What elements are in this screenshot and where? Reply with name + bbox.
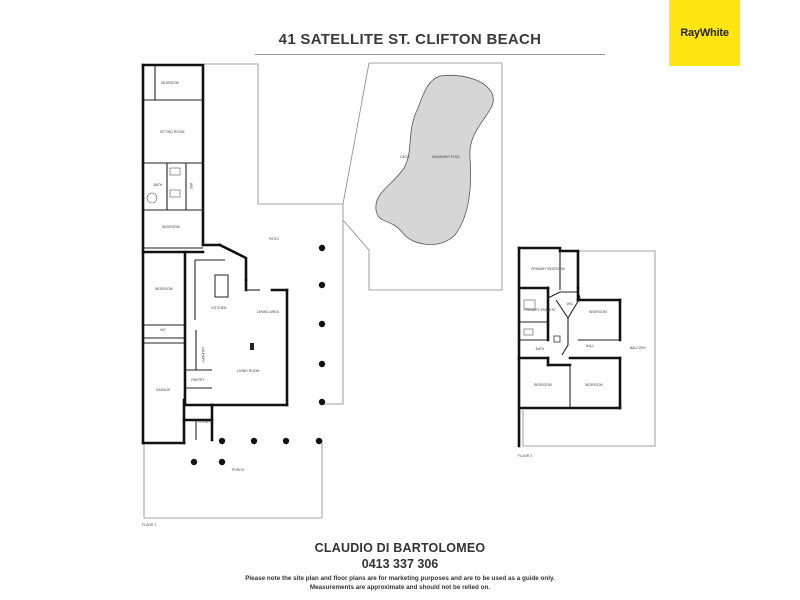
floor-2-label: FLOOR 2 [518, 454, 533, 458]
room-label-bedroom-mid: BEDROOM [155, 287, 173, 291]
room-label-deck: DECK [400, 155, 410, 159]
room-label-patio: PATIO [269, 237, 279, 241]
agent-phone[interactable]: 0413 337 306 [361, 557, 439, 571]
title-divider [255, 54, 605, 55]
room-label-bedroom-2c: BEDROOM [585, 383, 603, 387]
room-label-bedroom-2b: BEDROOM [534, 383, 552, 387]
room-label-wc: WC [160, 328, 166, 332]
swimming-pool [375, 74, 494, 245]
room-label-hall: HALL [586, 344, 595, 348]
agent-contact: CLAUDIO DI BARTOLOMEO 0413 337 306 [200, 541, 600, 571]
raywhite-logo[interactable]: RayWhite [669, 0, 740, 66]
room-label-laundry: LAUNDRY [201, 347, 205, 364]
room-label-swimming-pool: SWIMMING POOL [432, 155, 461, 159]
room-label-wic-2: WIC [567, 302, 574, 306]
agent-name: CLAUDIO DI BARTOLOMEO [314, 541, 486, 555]
floor-1-label: FLOOR 1 [142, 523, 157, 527]
room-label-bedroom-2a: BEDROOM [589, 310, 607, 314]
room-label-dining-area: DINING AREA [257, 310, 280, 314]
disclaimer-line-1: Please note the site plan and floor plan… [245, 575, 555, 582]
deck-outline [342, 62, 503, 291]
property-address-title: 41 SATELLITE ST. CLIFTON BEACH [278, 31, 542, 48]
porch-outline [143, 440, 323, 519]
room-label-bath-2: BATH [536, 347, 545, 351]
room-label-garage: GARAGE [156, 388, 171, 392]
room-label-pantry: PANTRY [191, 378, 205, 382]
patio-columns [190, 244, 326, 466]
room-label-living-room: LIVING ROOM [237, 369, 260, 373]
room-label-bath: BATH [154, 183, 163, 187]
room-label-balcony: BALCONY [630, 346, 647, 350]
disclaimer: Please note the site plan and floor plan… [120, 575, 680, 592]
disclaimer-line-2: Measurements are approximate and should … [309, 583, 491, 591]
logo-text: RayWhite [680, 27, 729, 39]
room-label-kitchen: KITCHEN [212, 306, 227, 310]
room-label-bedroom-top: BEDROOM [161, 81, 179, 85]
balcony-outline [522, 250, 656, 447]
room-label-bedroom-left: BEDROOM [162, 225, 180, 229]
patio-outline [203, 63, 344, 405]
room-label-sitting-room: SITTING ROOM [160, 130, 185, 134]
room-label-porch: PORCH [232, 468, 245, 472]
room-label-foyer: FOYER [198, 420, 210, 424]
room-label-wic: WIC [189, 183, 193, 190]
room-label-primary-bedroom: PRIMARY BEDROOM [531, 267, 565, 271]
room-label-primary-ensuite: PRIMARY ENSUITE [525, 308, 557, 312]
